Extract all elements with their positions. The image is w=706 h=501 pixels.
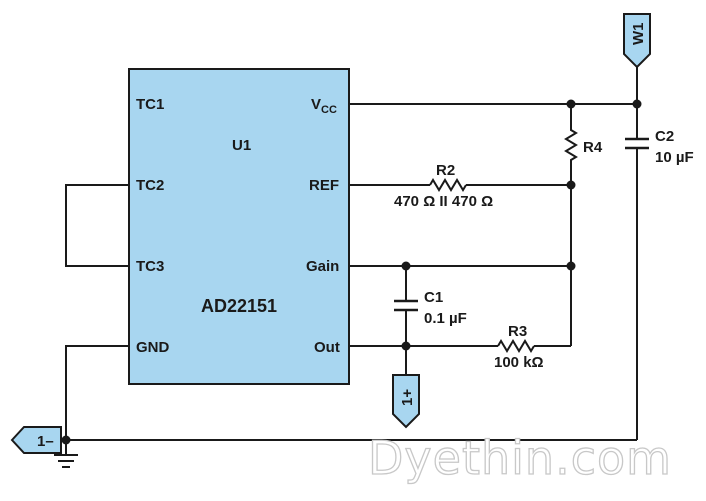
r2-resistor — [429, 178, 467, 192]
pin-vcc: VCC — [311, 96, 337, 116]
r2-value: 470 Ω II 470 Ω — [394, 193, 493, 210]
ground-icon — [54, 454, 78, 468]
chip-ref-label: U1 — [232, 137, 251, 154]
chip-name-label: AD22151 — [201, 296, 277, 316]
c1-value: 0.1 µF — [424, 310, 467, 327]
c2-value: 10 µF — [655, 149, 694, 166]
tc2-tc3-loop-wire — [65, 184, 129, 267]
pin-ref: REF — [309, 177, 339, 194]
r4-label: R4 — [583, 139, 603, 156]
r3-resistor — [497, 339, 535, 353]
chip-body — [128, 68, 350, 385]
pin-tc3: TC3 — [136, 258, 164, 275]
gnd-minus-label: 1– — [37, 433, 54, 450]
r4-resistor — [564, 104, 578, 185]
pin-tc1: TC1 — [136, 96, 164, 113]
w1-label: W1 — [630, 23, 647, 46]
gnd-minus-port — [10, 426, 62, 454]
pin-tc2: TC2 — [136, 177, 164, 194]
watermark: Dyethin.com — [368, 431, 672, 485]
c2-name: C2 — [655, 128, 674, 145]
w1-port — [623, 13, 651, 69]
r3-value: 100 kΩ — [494, 354, 544, 371]
pin-gain: Gain — [306, 258, 339, 275]
pin-gnd: GND — [136, 339, 170, 356]
r2-name: R2 — [436, 162, 455, 179]
out-plus-label: 1+ — [399, 389, 416, 406]
c1-name: C1 — [424, 289, 443, 306]
pin-out: Out — [314, 339, 340, 356]
out-plus-port — [392, 374, 420, 429]
r3-name: R3 — [508, 323, 527, 340]
junction-gain-bus — [566, 261, 576, 271]
gnd-wire — [65, 345, 129, 455]
